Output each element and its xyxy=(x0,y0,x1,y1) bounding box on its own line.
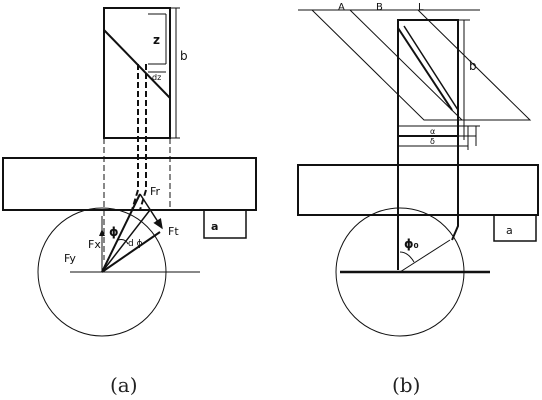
label-B: B xyxy=(376,2,383,13)
label-fy: Fy xyxy=(64,252,76,265)
label-b-a: b xyxy=(180,49,188,63)
label-a-b: a xyxy=(506,224,513,237)
label-alpha: α xyxy=(430,127,435,136)
label-b-b: b xyxy=(469,59,477,73)
panel-b xyxy=(297,9,539,337)
label-a-a: a xyxy=(211,220,218,233)
panel-a xyxy=(2,7,257,337)
label-delta: δ xyxy=(430,137,435,146)
panel-a-labels: z b dz Fr Ft Fx Fy ϕ d ϕ a xyxy=(64,33,218,265)
label-phi0: ϕ₀ xyxy=(404,237,419,251)
label-fr: Fr xyxy=(150,185,161,198)
depth-box-a xyxy=(203,209,247,239)
label-A: A xyxy=(338,2,345,13)
depth-box-b xyxy=(493,214,537,242)
label-fx: Fx xyxy=(88,238,101,251)
label-dz: dz xyxy=(152,73,161,82)
tool-block-b xyxy=(397,19,459,137)
force-line-fr xyxy=(101,193,141,273)
label-dphi: d ϕ xyxy=(128,239,143,249)
label-phi-a: ϕ xyxy=(109,225,119,239)
force-line-ft xyxy=(101,231,161,273)
label-z: z xyxy=(153,33,160,47)
caption-b: (b) xyxy=(392,373,421,397)
label-L: L xyxy=(418,2,424,13)
label-ft: Ft xyxy=(168,225,179,238)
panel-b-labels: A B L b α δ ϕ₀ a xyxy=(338,2,513,251)
workpiece-bar-b xyxy=(297,164,539,216)
caption-a: (a) xyxy=(110,373,138,397)
workpiece-bar-a xyxy=(2,157,257,211)
